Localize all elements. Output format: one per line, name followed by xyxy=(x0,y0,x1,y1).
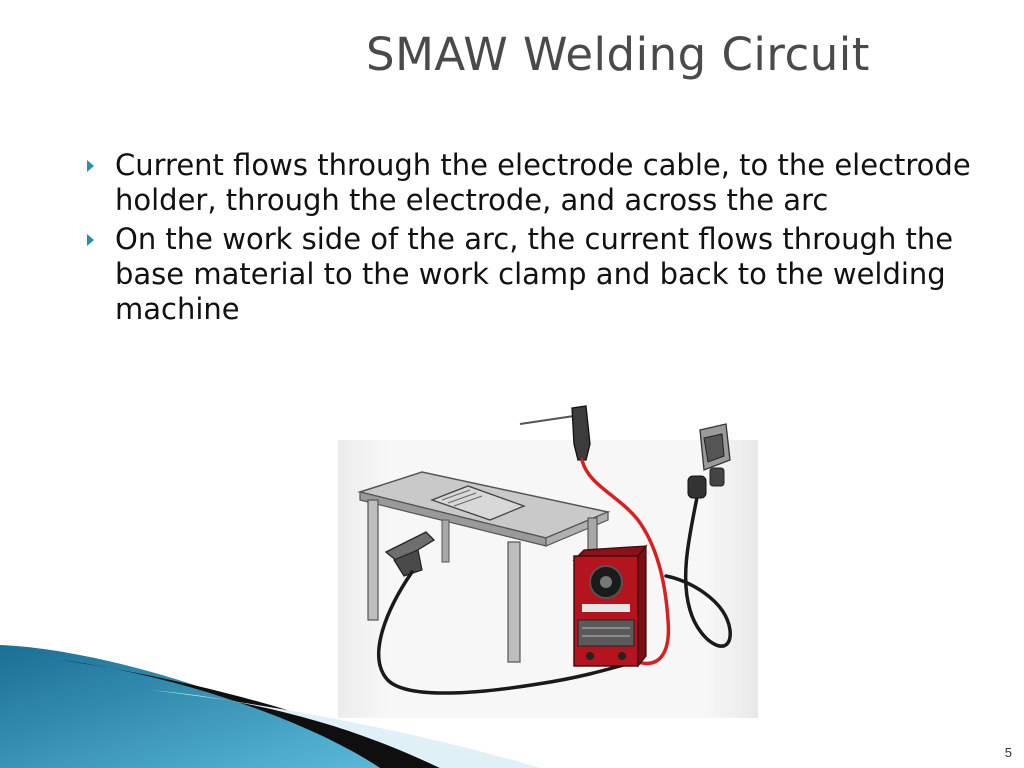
bullet-item: Current flows through the electrode cabl… xyxy=(84,148,984,218)
bullet-arrow-icon xyxy=(87,234,94,246)
wall-outlet xyxy=(699,423,731,487)
bullet-list: Current flows through the electrode cabl… xyxy=(84,148,984,331)
bullet-text: Current flows through the electrode cabl… xyxy=(115,148,971,217)
electrode-cable xyxy=(580,458,671,666)
bullet-text: On the work side of the arc, the current… xyxy=(115,222,954,326)
slide-title: SMAW Welding Circuit xyxy=(366,28,870,81)
welding-circuit-illustration xyxy=(338,405,758,718)
power-plug xyxy=(687,475,707,499)
work-clamp xyxy=(384,531,436,577)
bullet-item: On the work side of the arc, the current… xyxy=(84,222,984,327)
bullet-arrow-icon xyxy=(87,160,94,172)
page-number: 5 xyxy=(1004,745,1012,760)
power-cord xyxy=(664,478,732,648)
electrode-holder xyxy=(519,405,591,461)
welding-machine xyxy=(572,544,648,668)
base-material-plate xyxy=(430,485,526,521)
